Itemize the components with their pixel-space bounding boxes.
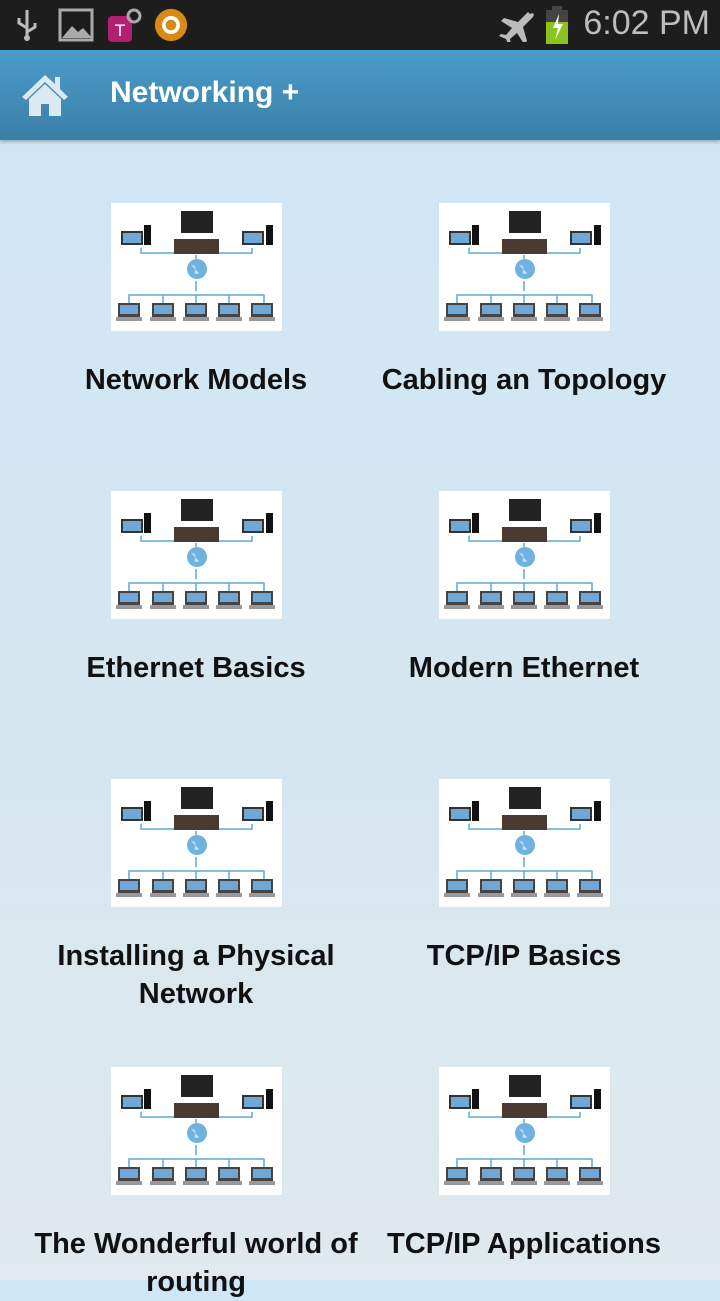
network-diagram-image xyxy=(110,779,282,907)
topic-tile[interactable]: Modern Ethernet xyxy=(354,491,694,687)
network-diagram-image xyxy=(110,203,282,331)
app-title: Networking + xyxy=(110,76,300,109)
network-diagram-image xyxy=(438,779,610,907)
topic-label: Ethernet Basics xyxy=(86,652,306,684)
network-diagram-image xyxy=(438,203,610,331)
topic-label: Network Models xyxy=(84,364,308,396)
gallery-icon xyxy=(58,8,94,42)
network-diagram-image xyxy=(438,491,610,619)
topic-label: TCP/IP Basics xyxy=(426,940,622,972)
orange-app-icon xyxy=(154,8,188,42)
topic-tile[interactable]: TCP/IP Basics xyxy=(354,779,694,975)
network-diagram-image xyxy=(110,1067,282,1195)
topic-label: Cabling an Topology xyxy=(381,364,667,396)
topic-label: Installing a Physical Network xyxy=(57,940,335,1010)
topic-tile[interactable]: The Wonderful world of routing xyxy=(26,1067,366,1301)
topic-label: TCP/IP Applications xyxy=(387,1228,661,1260)
network-diagram-image xyxy=(438,1067,610,1195)
topic-tile[interactable]: Ethernet Basics xyxy=(26,491,366,687)
topic-label: The Wonderful world of routing xyxy=(34,1228,358,1298)
topic-tile[interactable]: Network Models xyxy=(26,203,366,399)
battery-charging-icon xyxy=(546,6,568,44)
usb-icon xyxy=(17,10,37,41)
topic-tile[interactable]: Cabling an Topology xyxy=(354,203,694,399)
topic-label: Modern Ethernet xyxy=(408,652,640,684)
status-bar: T 6:02 PM xyxy=(0,0,720,50)
home-icon[interactable] xyxy=(20,72,70,118)
airplane-mode-icon xyxy=(499,12,534,42)
app-bar: Networking + xyxy=(0,50,720,140)
tmobile-key-icon: T xyxy=(108,8,142,42)
topic-tile[interactable]: Installing a Physical Network xyxy=(26,779,366,1013)
network-diagram-image xyxy=(110,491,282,619)
clock: 6:02 PM xyxy=(583,4,710,42)
svg-text:T: T xyxy=(114,21,125,40)
topic-tile[interactable]: TCP/IP Applications xyxy=(354,1067,694,1263)
